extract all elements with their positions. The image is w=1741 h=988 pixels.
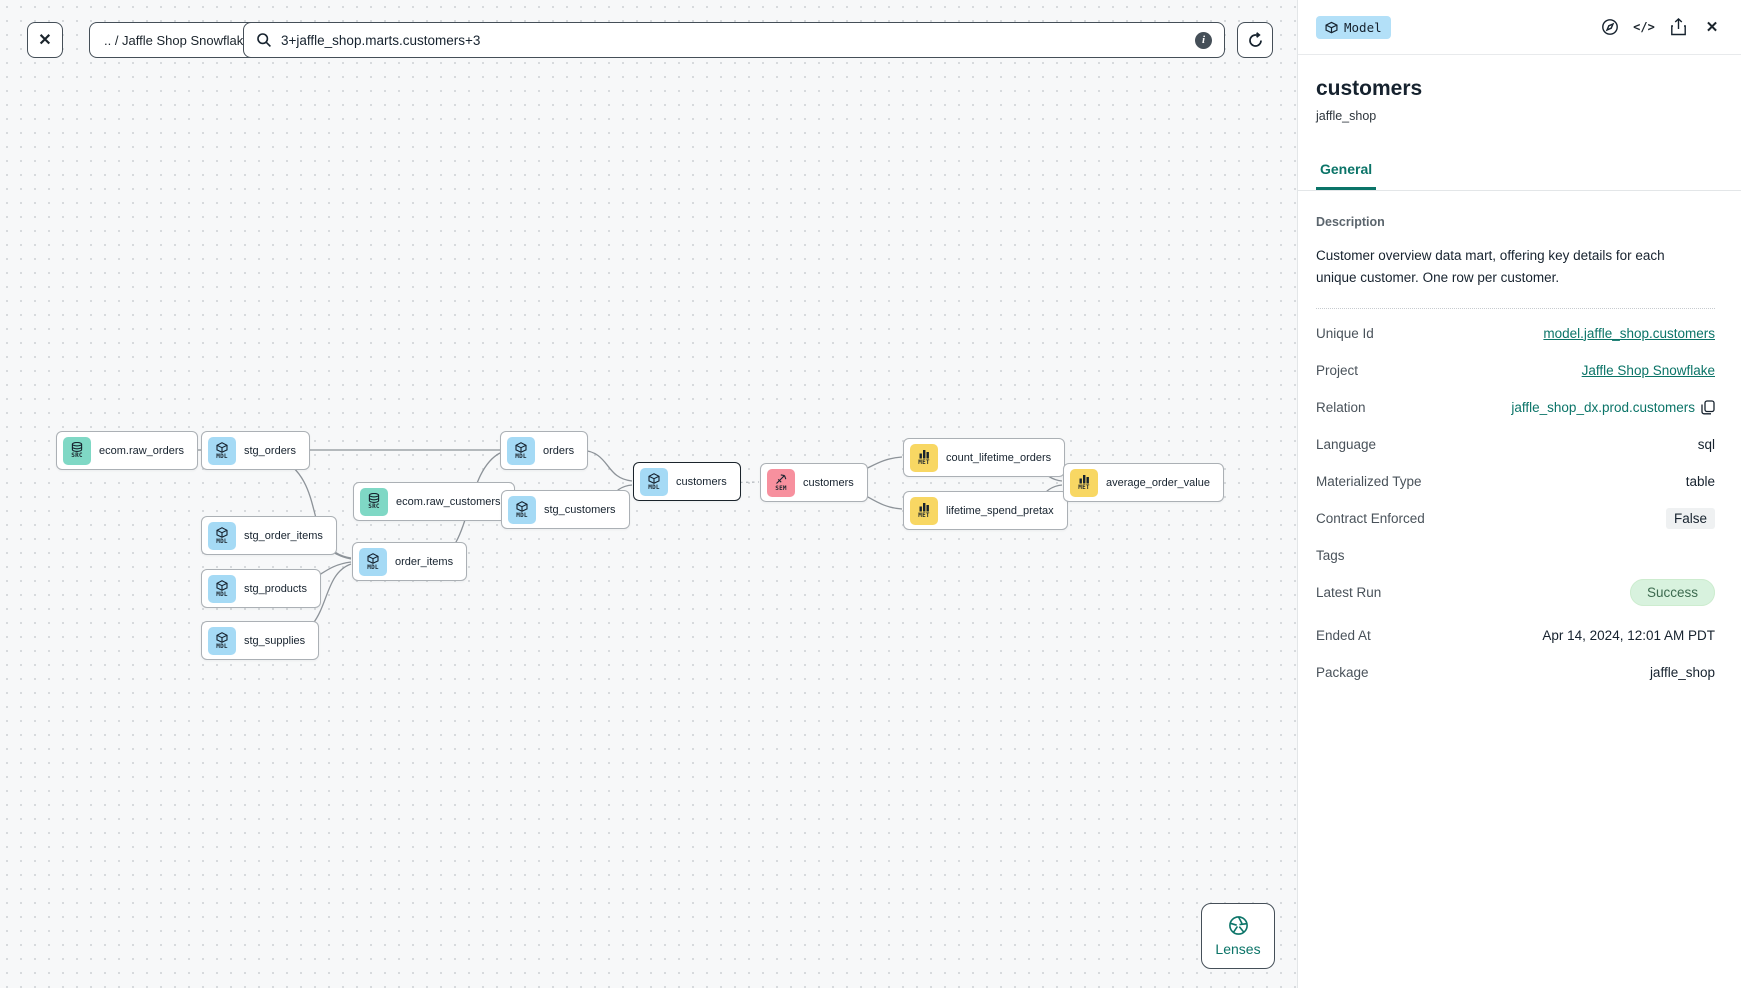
ended-at-value: Apr 14, 2024, 12:01 AM PDT <box>1542 627 1715 643</box>
close-icon: ✕ <box>38 32 52 49</box>
node-label: stg_supplies <box>244 634 306 647</box>
model-cube-icon <box>1325 21 1338 33</box>
field-row-relation: Relation jaffle_shop_dx.prod.customers <box>1316 389 1715 426</box>
field-row-materialized-type: Materialized Type table <box>1316 473 1715 489</box>
language-value: sql <box>1697 436 1715 452</box>
node-label: stg_products <box>244 582 307 595</box>
refresh-icon <box>1248 31 1262 47</box>
lenses-label: Lenses <box>1215 941 1261 957</box>
node-label: count_lifetime_orders <box>946 451 1052 464</box>
unique-id-link[interactable]: model.jaffle_shop.customers <box>1543 325 1715 341</box>
project-link[interactable]: Jaffle Shop Snowflake <box>1581 362 1715 378</box>
field-row-latest-run: Latest Run Success <box>1316 574 1715 611</box>
model-icon: MDL <box>640 467 668 496</box>
node-metric-lifetime-spend-pretax[interactable]: MET lifetime_spend_pretax <box>903 491 1068 530</box>
refresh-lineage-button[interactable] <box>1237 22 1273 58</box>
lineage-canvas[interactable]: SRC ecom.raw_orders MDL stg_orders MDL s… <box>0 0 1297 988</box>
copy-relation-button[interactable] <box>1701 399 1715 415</box>
view-code-button[interactable]: </> <box>1633 20 1655 34</box>
tab-general[interactable]: General <box>1316 153 1377 190</box>
node-label: stg_customers <box>544 503 616 516</box>
node-model-customers-selected[interactable]: MDL customers <box>633 462 741 501</box>
source-icon: SRC <box>360 487 388 516</box>
panel-header-actions: </> ✕ <box>1601 18 1721 36</box>
node-label: stg_orders <box>244 444 296 457</box>
close-panel-button[interactable]: ✕ <box>1705 19 1719 36</box>
share-icon <box>1670 18 1686 36</box>
metric-icon: MET <box>910 443 938 472</box>
node-model-stg-orders[interactable]: MDL stg_orders <box>201 431 310 470</box>
node-label: ecom.raw_customers <box>396 495 501 508</box>
field-row-contract-enforced: Contract Enforced False <box>1316 500 1715 537</box>
node-source-ecom-raw-orders[interactable]: SRC ecom.raw_orders <box>56 431 198 470</box>
node-label: lifetime_spend_pretax <box>946 504 1054 517</box>
breadcrumb[interactable]: .. / Jaffle Shop Snowflake <box>89 22 266 58</box>
status-badge: Success <box>1629 578 1715 606</box>
node-model-stg-products[interactable]: MDL stg_products <box>201 569 321 608</box>
compass-icon <box>1602 19 1618 35</box>
description-text: Customer overview data mart, offering ke… <box>1316 248 1665 286</box>
node-metric-count-lifetime-orders[interactable]: MET count_lifetime_orders <box>903 438 1066 477</box>
node-metric-average-order-value[interactable]: MET average_order_value <box>1063 463 1224 502</box>
contract-enforced-value: False <box>1665 507 1715 529</box>
lenses-button[interactable]: Lenses <box>1201 903 1275 969</box>
source-icon: SRC <box>63 436 91 465</box>
node-model-order-items[interactable]: MDL order_items <box>352 542 468 581</box>
field-row-ended-at: Ended At Apr 14, 2024, 12:01 AM PDT <box>1316 627 1715 643</box>
panel-header: Model </> ✕ <box>1298 0 1741 55</box>
node-label: average_order_value <box>1106 476 1210 489</box>
node-label: orders <box>543 444 575 457</box>
description-label: Description <box>1316 215 1385 229</box>
field-row-package: Package jaffle_shop <box>1316 664 1715 680</box>
search-input[interactable] <box>281 32 1186 48</box>
node-label: order_items <box>395 555 454 568</box>
lineage-search[interactable]: i <box>243 22 1225 58</box>
search-icon <box>257 33 271 47</box>
copy-icon <box>1701 399 1715 414</box>
divider <box>1316 307 1715 309</box>
share-button[interactable] <box>1669 18 1687 36</box>
node-label: ecom.raw_orders <box>99 444 184 457</box>
model-icon: MDL <box>359 547 387 576</box>
field-row-tags: Tags <box>1316 547 1345 563</box>
node-label: customers <box>803 476 854 489</box>
node-model-stg-supplies[interactable]: MDL stg_supplies <box>201 621 320 660</box>
model-icon: MDL <box>208 436 236 465</box>
package-subtitle: jaffle_shop <box>1316 109 1377 123</box>
model-icon: MDL <box>507 436 535 465</box>
model-icon: MDL <box>208 574 236 603</box>
page-title: customers <box>1316 77 1423 100</box>
panel-tabs: General <box>1298 153 1741 191</box>
materialized-type-value: table <box>1685 473 1715 489</box>
field-row-unique-id: Unique Id model.jaffle_shop.customers <box>1316 325 1715 341</box>
info-icon[interactable]: i <box>1195 31 1212 49</box>
field-row-project: Project Jaffle Shop Snowflake <box>1316 362 1715 378</box>
metric-icon: MET <box>1070 468 1098 497</box>
model-icon: MDL <box>508 495 536 524</box>
node-label: stg_order_items <box>244 529 323 542</box>
node-semantic-customers[interactable]: SEM customers <box>760 463 868 502</box>
relation-value: jaffle_shop_dx.prod.customers <box>1511 399 1695 415</box>
panel-body: Description Customer overview data mart,… <box>1298 191 1741 691</box>
explore-lineage-button[interactable] <box>1601 18 1619 36</box>
node-model-stg-customers[interactable]: MDL stg_customers <box>501 490 630 529</box>
package-value: jaffle_shop <box>1649 664 1715 680</box>
model-icon: MDL <box>208 626 236 655</box>
panel-title-block: customers jaffle_shop <box>1298 55 1741 123</box>
resource-details-panel: Model </> ✕ customers jaffle_shop Genera… <box>1297 0 1741 988</box>
node-source-ecom-raw-customers[interactable]: SRC ecom.raw_customers <box>353 482 515 521</box>
node-label: customers <box>676 475 727 488</box>
field-row-language: Language sql <box>1316 436 1715 452</box>
node-model-orders[interactable]: MDL orders <box>500 431 589 470</box>
close-lineage-button[interactable]: ✕ <box>27 22 63 58</box>
model-icon: MDL <box>208 521 236 550</box>
lenses-icon <box>1228 916 1248 935</box>
resource-type-badge: Model <box>1316 15 1391 39</box>
semantic-model-icon: SEM <box>767 468 795 497</box>
node-model-stg-order-items[interactable]: MDL stg_order_items <box>201 516 337 555</box>
metric-icon: MET <box>910 496 938 525</box>
